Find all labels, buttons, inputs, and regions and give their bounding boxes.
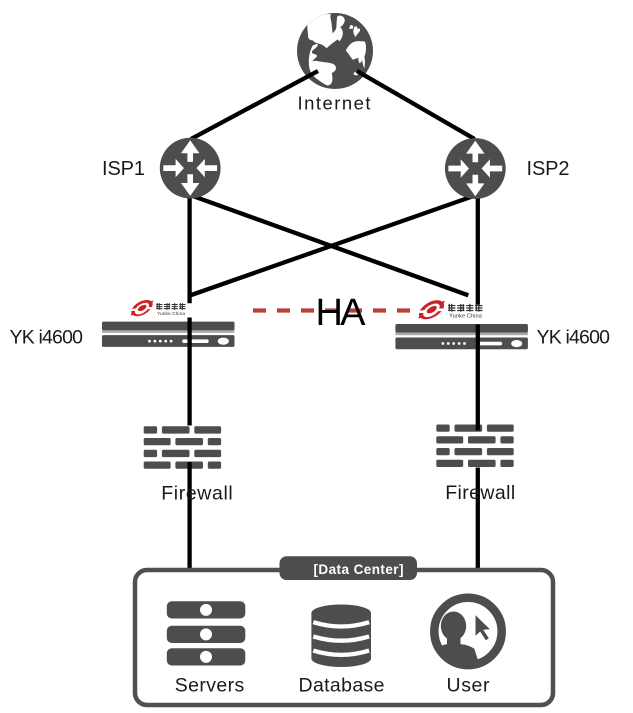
svg-text:Servers: Servers [175, 674, 245, 696]
svg-text:YK i4600: YK i4600 [10, 327, 84, 349]
svg-text:Internet: Internet [298, 93, 371, 114]
svg-text:HA: HA [316, 292, 367, 334]
svg-text:YK i4600: YK i4600 [537, 327, 611, 349]
svg-text:Firewall: Firewall [161, 482, 233, 504]
svg-text:Database: Database [299, 674, 385, 696]
svg-text:ISP1: ISP1 [102, 158, 145, 180]
svg-text:[Data Center]: [Data Center] [314, 562, 404, 577]
svg-text:ISP2: ISP2 [527, 158, 570, 180]
svg-text:Firewall: Firewall [445, 482, 515, 504]
svg-text:User: User [447, 674, 491, 696]
